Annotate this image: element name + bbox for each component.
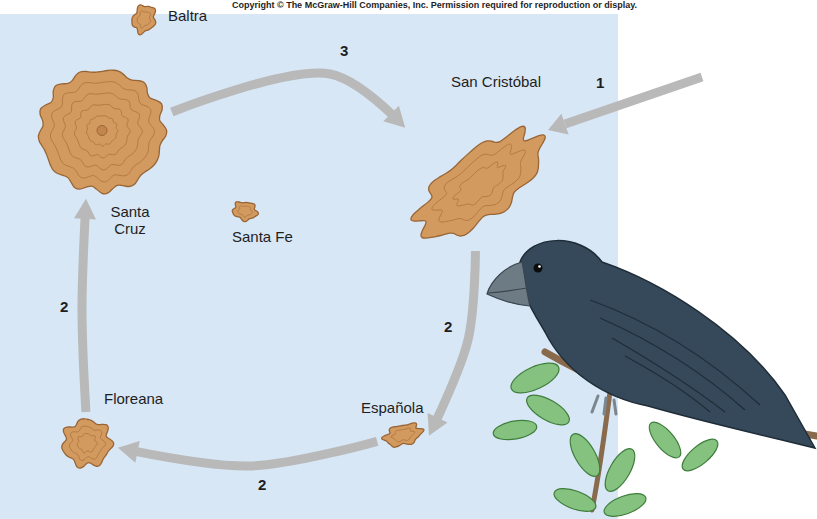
island-shape — [232, 200, 258, 222]
volcano-peak — [97, 126, 107, 136]
island-name: Española — [361, 399, 424, 416]
migration-arrow — [74, 199, 96, 412]
copyright-notice: Copyright © The McGraw-Hill Companies, I… — [232, 0, 637, 10]
contour-line — [432, 144, 526, 222]
arrow-number: 2 — [60, 298, 68, 315]
contour-line — [238, 206, 253, 217]
island-shape — [38, 68, 166, 193]
island-name: Baltra — [168, 7, 207, 24]
migration-arrow — [118, 441, 377, 466]
island-shape — [410, 125, 550, 245]
migration-arrow — [428, 251, 476, 436]
contour-line — [69, 426, 105, 460]
island-outline — [232, 202, 258, 222]
arrow-number: 3 — [340, 42, 348, 59]
island-name: San Cristóbal — [450, 73, 542, 90]
arrow-number: 2 — [258, 476, 266, 493]
contour-line — [137, 11, 150, 28]
island-outline — [411, 126, 545, 238]
island-outline — [382, 423, 424, 447]
contour-line — [62, 93, 142, 170]
arrow-head — [383, 106, 405, 128]
island-outline — [132, 5, 156, 35]
island-name: Santa Cruz — [100, 203, 160, 237]
contour-line — [453, 162, 506, 206]
migration-arrow — [172, 73, 405, 128]
arrow-shaft — [82, 199, 86, 412]
island-node: Española — [383, 423, 423, 447]
island-outline — [38, 70, 166, 194]
contour-line — [74, 104, 130, 158]
contour-line — [50, 82, 154, 182]
arrow-head — [428, 413, 448, 436]
arrow-number: 1 — [596, 74, 604, 91]
island-node: Santa Fe — [232, 200, 258, 222]
incoming-arrow — [548, 77, 702, 135]
island-shape — [383, 423, 423, 447]
arrow-head — [118, 441, 140, 463]
finch-illustration — [487, 241, 817, 519]
island-node: Santa Cruz — [38, 68, 166, 193]
contour-line — [77, 433, 97, 452]
island-node: San Cristóbal — [410, 125, 550, 245]
island-shape — [128, 5, 160, 33]
contour-line — [391, 428, 415, 442]
island-shape — [62, 418, 112, 468]
island-outline — [62, 419, 114, 468]
arrow-shaft — [429, 251, 475, 436]
island-name: Floreana — [104, 390, 163, 407]
island-name: Santa Fe — [232, 228, 293, 245]
arrow-shaft — [172, 73, 405, 128]
contour-line — [86, 116, 118, 146]
island-node: Floreana — [62, 418, 112, 468]
arrow-head — [74, 199, 96, 220]
arrow-number: 2 — [444, 318, 452, 335]
arrow-shaft — [118, 441, 377, 466]
island-node: Baltra — [128, 5, 160, 33]
